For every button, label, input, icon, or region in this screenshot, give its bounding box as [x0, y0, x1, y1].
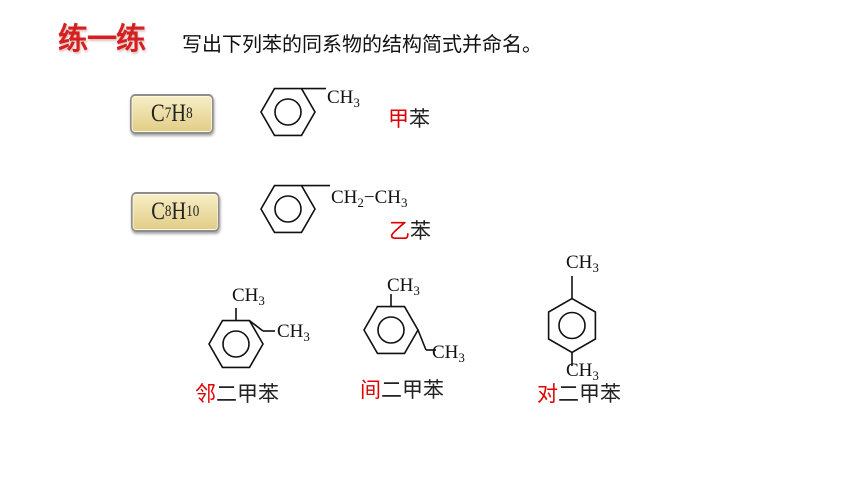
section-title: 练一练 [58, 22, 146, 57]
meta-methyl-top-label: CH3 [387, 275, 420, 298]
ortho-methyl-top-label: CH3 [232, 285, 265, 308]
ortho-xylene-name: 邻二甲苯 [195, 382, 279, 406]
toluene-benzene-ring-icon [260, 87, 326, 137]
meta-methyl-side-label: CH3 [432, 342, 465, 365]
meta-xylene-benzene-ring-icon [363, 294, 436, 355]
para-xylene-name: 对二甲苯 [537, 382, 621, 406]
ortho-methyl-side-label: CH3 [277, 321, 310, 344]
para-methyl-top-label: CH3 [566, 252, 599, 275]
para-methyl-bottom-label: CH3 [566, 360, 599, 383]
ethylbenzene-name: 乙苯 [389, 219, 431, 243]
ethylbenzene-benzene-ring-icon [260, 184, 330, 234]
ortho-xylene-benzene-ring-icon [208, 308, 275, 369]
para-xylene-benzene-ring-icon [547, 276, 597, 366]
toluene-methyl-label: CH3 [327, 87, 360, 110]
toluene-name: 甲苯 [388, 107, 430, 131]
instruction-text: 写出下列苯的同系物的结构简式并命名。 [182, 32, 542, 56]
ethylbenzene-chain-label: CH2−CH3 [331, 187, 408, 210]
meta-xylene-name: 间二甲苯 [360, 378, 444, 402]
